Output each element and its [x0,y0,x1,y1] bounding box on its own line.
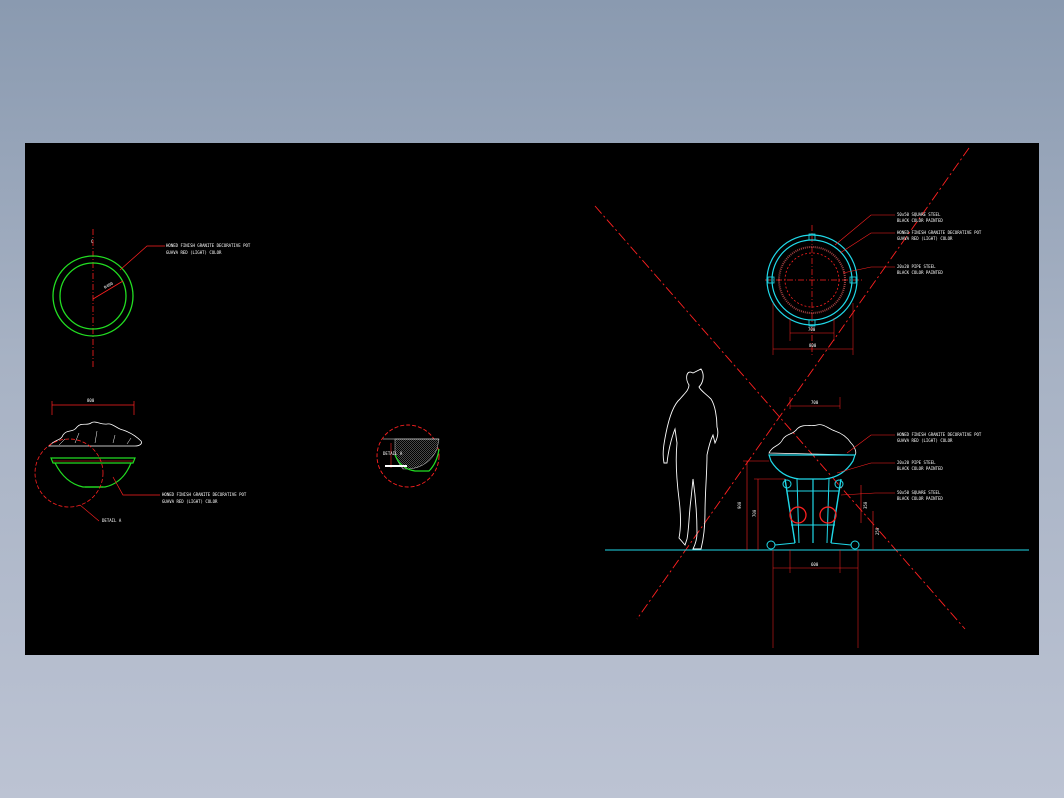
detail-label-bar [385,465,407,467]
detail-label: DETAIL A [383,451,403,456]
plant-foliage [48,421,142,447]
plan-leader [119,245,165,271]
stand-plan-dim-outer: 800 [809,343,817,348]
stand-elev-note2-line2: BLACK COLOR PAINTED [897,466,943,471]
person-silhouette [662,368,719,550]
stand-plan-note3-line2: BLACK COLOR PAINTED [897,270,943,275]
diagonal-line-2 [636,147,970,620]
stand-elev-note3-line1: 50x50 SQUARE STEEL [897,490,941,495]
plan-note-line1: HONED FINISH GRANITE DECORATIVE POT [166,243,251,248]
detail-circle [376,424,440,488]
pot-outer-rim [52,255,134,337]
stand-plan-note1-line1: 50x50 SQUARE STEEL [897,212,941,217]
elev-note-line2: GUAVA RED (LIGHT) COLOR [162,499,218,504]
pot-inner-rim [59,262,127,330]
elev-note-line1: HONED FINISH GRANITE DECORATIVE POT [162,492,247,497]
elev-leader [112,476,160,496]
bowl-rim [50,457,136,464]
stand-elev-note3-line2: BLACK COLOR PAINTED [897,496,943,501]
pot-elevation-view: 800 DETAIL A HONED FINISH GRANITE DECORA… [34,398,247,523]
stand-elev-dim-top: 700 [811,400,819,405]
stand-plan-dim-inner: 700 [808,327,816,332]
stand-elev-note1-line2: GUAVA RED (LIGHT) COLOR [897,438,953,443]
radius-label: R400 [103,280,114,289]
construction-lines [594,147,970,630]
stand-dim-height-stand: 700 [752,509,757,517]
human-figure [662,368,719,550]
detail-bowl-outline [394,448,440,472]
plan-note-line2: GUAVA RED (LIGHT) COLOR [166,250,222,255]
width-dim-label: 800 [87,398,95,403]
stand-dim-height-base: 250 [875,527,880,535]
stand-ring-left [789,506,807,524]
stand-ring-right [819,506,837,524]
stand-outer-ring [766,234,858,326]
stand-dim-height-total: 900 [737,501,742,509]
detail-a-view: DETAIL A [376,424,440,488]
stand-dim-height-right: 350 [863,501,868,509]
cad-drawing-canvas[interactable]: C R400 HONED FINISH GRANITE DECORATIVE P… [25,143,1039,655]
centerline-tag: C [91,239,94,244]
cad-drawing: C R400 HONED FINISH GRANITE DECORATIVE P… [34,147,1029,648]
stand-plan-note2-line2: GUAVA RED (LIGHT) COLOR [897,236,953,241]
stand-plan-view: 50x50 SQUARE STEEL BLACK COLOR PAINTED H… [765,212,982,355]
detail-bubble [34,438,104,508]
detail-tag: DETAIL A [102,518,122,523]
stand-plan-note1-line2: BLACK COLOR PAINTED [897,218,943,223]
stand-plan-note2-line1: HONED FINISH GRANITE DECORATIVE POT [897,230,982,235]
stand-plant-foliage [768,424,857,456]
pot-hatched-ring [778,246,846,314]
radius-line [92,280,124,300]
stand-pot [768,454,856,480]
stand-elevation-view: 700 900 700 250 350 [737,397,982,648]
stand-elev-note1-line1: HONED FINISH GRANITE DECORATIVE POT [897,432,982,437]
pot-plan-view: C R400 HONED FINISH GRANITE DECORATIVE P… [52,229,251,368]
diagonal-line-1 [594,205,966,630]
bowl-body [54,462,132,488]
stand-dim-bottom: 600 [811,562,819,567]
stand-elev-note2-line1: 20x20 PIPE STEEL [897,460,936,465]
stand-plan-note3-line1: 20x20 PIPE STEEL [897,264,936,269]
